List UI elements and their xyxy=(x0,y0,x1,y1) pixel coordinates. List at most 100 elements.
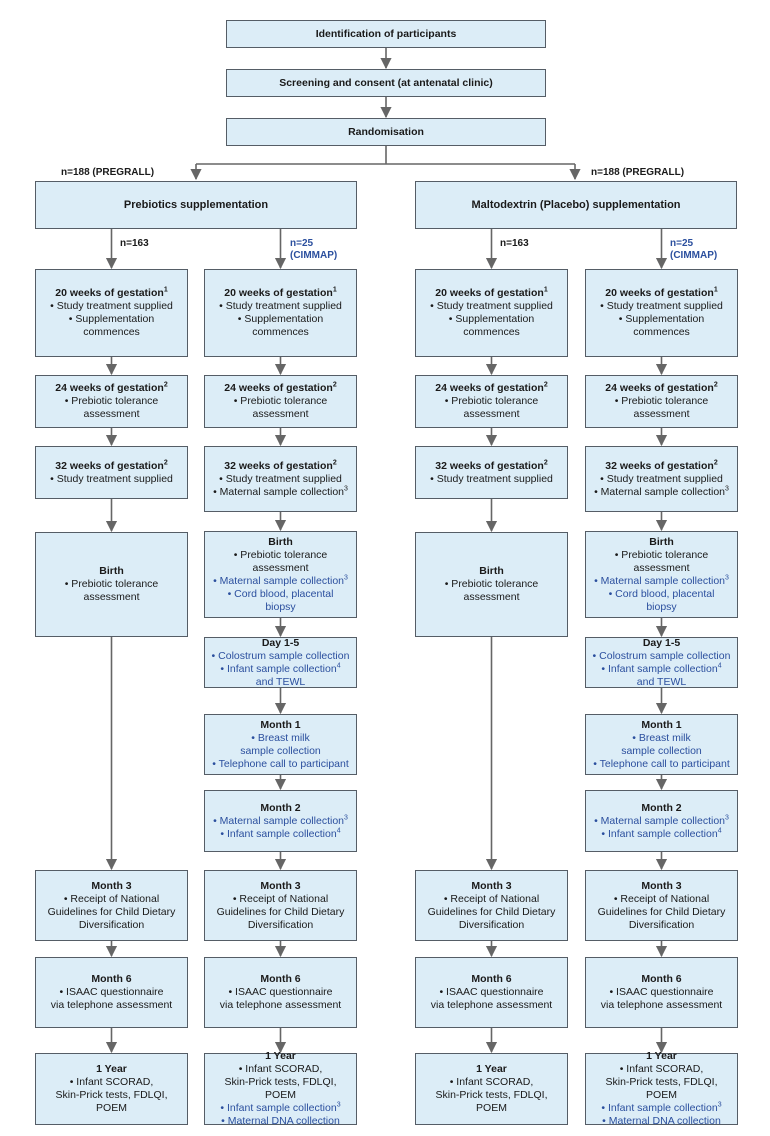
timepoint-placebo-cimmap-w32: 32 weeks of gestation2• Study treatment … xyxy=(585,446,738,512)
timepoint-line: commences xyxy=(83,326,140,339)
footnote-marker: 2 xyxy=(543,459,548,466)
timepoint-line-text: • Study treatment supplied xyxy=(600,472,723,485)
footnote-marker: 3 xyxy=(725,574,729,581)
timepoint-title: 20 weeks of gestation1 xyxy=(224,287,336,300)
timepoint-line-text: • Study treatment supplied xyxy=(430,300,553,312)
timepoint-line: • Prebiotic tolerance xyxy=(234,395,328,408)
timepoint-line: Diversification xyxy=(248,919,313,932)
branch-count-label: n=163 xyxy=(500,238,529,250)
timepoint-placebo-cimmap-d15: Day 1-5• Colostrum sample collection• In… xyxy=(585,637,738,688)
timepoint-line: • Infant sample collection4 xyxy=(601,662,721,676)
timepoint-line-text: • Prebiotic tolerance xyxy=(64,578,159,590)
timepoint-line-text: Guidelines for Child Dietary xyxy=(47,905,176,918)
timepoint-title-text: Month 3 xyxy=(471,879,512,892)
timepoint-line-text: • Maternal DNA collection xyxy=(221,1115,340,1127)
timepoint-line: assessment xyxy=(633,408,689,421)
timepoint-line: • Maternal sample collection3 xyxy=(594,574,729,588)
timepoint-title: Day 1-5 xyxy=(643,637,680,650)
timepoint-line: • Infant sample collection3 xyxy=(220,1102,340,1115)
timepoint-line: • ISAAC questionnaire xyxy=(439,986,543,999)
timepoint-line: Skin-Prick tests, FDLQI, POEM xyxy=(420,1089,563,1115)
timepoint-line-text: via telephone assessment xyxy=(50,999,173,1011)
timepoint-line-text: sample collection xyxy=(621,744,702,757)
timepoint-title-text: Day 1-5 xyxy=(261,636,300,649)
timepoint-title-text: 20 weeks of gestation xyxy=(605,287,714,299)
timepoint-line-text: • Telephone call to participant xyxy=(593,757,730,770)
timepoint-line: • Cord blood, placental xyxy=(609,588,715,601)
timepoint-line: • ISAAC questionnaire xyxy=(59,986,163,999)
footnote-marker: 1 xyxy=(332,286,337,294)
arm-prebiotics-box: Prebiotics supplementation xyxy=(35,181,357,229)
timepoint-line: Diversification xyxy=(79,919,144,932)
timepoint-line-text: Diversification xyxy=(247,918,314,931)
footnote-marker: 3 xyxy=(344,814,348,821)
timepoint-title: Month 1 xyxy=(260,719,300,732)
timepoint-line: • Infant SCORAD, xyxy=(239,1063,323,1076)
timepoint-line-text: • Prebiotic tolerance xyxy=(614,548,709,561)
timepoint-line: • Infant sample collection4 xyxy=(220,662,340,676)
timepoint-line-text: • Breast milk xyxy=(632,731,691,744)
timepoint-line: • Prebiotic tolerance xyxy=(65,395,159,408)
timepoint-line: • Maternal DNA collection xyxy=(602,1115,721,1128)
timepoint-line-text: via telephone assessment xyxy=(430,999,553,1011)
timepoint-line-text: assessment xyxy=(252,408,309,420)
branch-count-label: n=25(CIMMAP) xyxy=(670,238,717,262)
timepoint-line-text: • Receipt of National xyxy=(443,892,540,905)
timepoint-line-text: Diversification xyxy=(78,918,145,931)
timepoint-line-text: Guidelines for Child Dietary xyxy=(597,905,726,918)
timepoint-title: 24 weeks of gestation2 xyxy=(55,382,167,395)
timepoint-line-text: • Study treatment supplied xyxy=(219,472,342,485)
timepoint-line-text: • Colostrum sample collection xyxy=(592,649,731,662)
timepoint-line: Guidelines for Child Dietary xyxy=(48,906,176,919)
timepoint-line-text: • ISAAC questionnaire xyxy=(609,986,714,998)
timepoint-placebo-pregrall-y1: 1 Year• Infant SCORAD,Skin-Prick tests, … xyxy=(415,1053,568,1125)
timepoint-line-text: • Infant SCORAD, xyxy=(238,1063,323,1075)
timepoint-title: Month 3 xyxy=(641,880,681,893)
timepoint-line: • Study treatment supplied xyxy=(50,473,173,486)
timepoint-title-text: Birth xyxy=(99,565,124,577)
timepoint-line-text: • Maternal DNA collection xyxy=(602,1115,721,1127)
timepoint-title-text: 20 weeks of gestation xyxy=(55,287,164,299)
timepoint-line: • Supplementation xyxy=(238,313,323,326)
timepoint-line-text: Skin-Prick tests, FDLQI, POEM xyxy=(55,1089,168,1114)
timepoint-title: Month 6 xyxy=(91,973,131,986)
timepoint-line: via telephone assessment xyxy=(431,999,552,1012)
timepoint-title-text: Month 6 xyxy=(260,973,301,985)
timepoint-line: Diversification xyxy=(629,919,694,932)
timepoint-line-text: • Infant sample collection xyxy=(220,662,337,675)
timepoint-title: 32 weeks of gestation2 xyxy=(605,459,717,473)
timepoint-line: • Prebiotic tolerance xyxy=(65,578,159,591)
timepoint-line-text: • Maternal sample collection xyxy=(213,574,344,587)
timepoint-line: Guidelines for Child Dietary xyxy=(217,906,345,919)
timepoint-line-text: • Study treatment supplied xyxy=(219,300,342,312)
timepoint-line: • Infant sample collection4 xyxy=(220,827,340,841)
timepoint-title: Month 6 xyxy=(260,973,300,986)
timepoint-line: • Receipt of National xyxy=(233,893,328,906)
timepoint-title: Month 3 xyxy=(260,880,300,893)
timepoint-line: • Supplementation xyxy=(449,313,534,326)
timepoint-title-text: 24 weeks of gestation xyxy=(435,382,544,394)
timepoint-line-text: • Infant sample collection xyxy=(601,662,718,675)
timepoint-line-text: • ISAAC questionnaire xyxy=(59,986,164,998)
timepoint-title: Birth xyxy=(649,536,674,549)
timepoint-line: Skin-Prick tests, FDLQI, POEM xyxy=(40,1089,183,1115)
step-randomisation: Randomisation xyxy=(226,118,546,146)
step-label: Screening and consent (at antenatal clin… xyxy=(279,76,493,89)
timepoint-line: • Study treatment supplied xyxy=(219,473,342,486)
timepoint-line-text: • Infant sample collection xyxy=(601,827,718,840)
timepoint-line: assessment xyxy=(83,408,139,421)
timepoint-line: • Colostrum sample collection xyxy=(212,650,350,663)
timepoint-line-text: • Infant SCORAD, xyxy=(449,1076,534,1088)
timepoint-title-text: Month 1 xyxy=(641,718,682,731)
timepoint-line: • Infant SCORAD, xyxy=(620,1063,704,1076)
timepoint-line: sample collection xyxy=(240,745,321,758)
timepoint-line-text: Diversification xyxy=(628,918,695,931)
timepoint-line-text: Guidelines for Child Dietary xyxy=(427,905,556,918)
timepoint-line-text: assessment xyxy=(633,561,690,574)
timepoint-title: 24 weeks of gestation2 xyxy=(224,382,336,395)
